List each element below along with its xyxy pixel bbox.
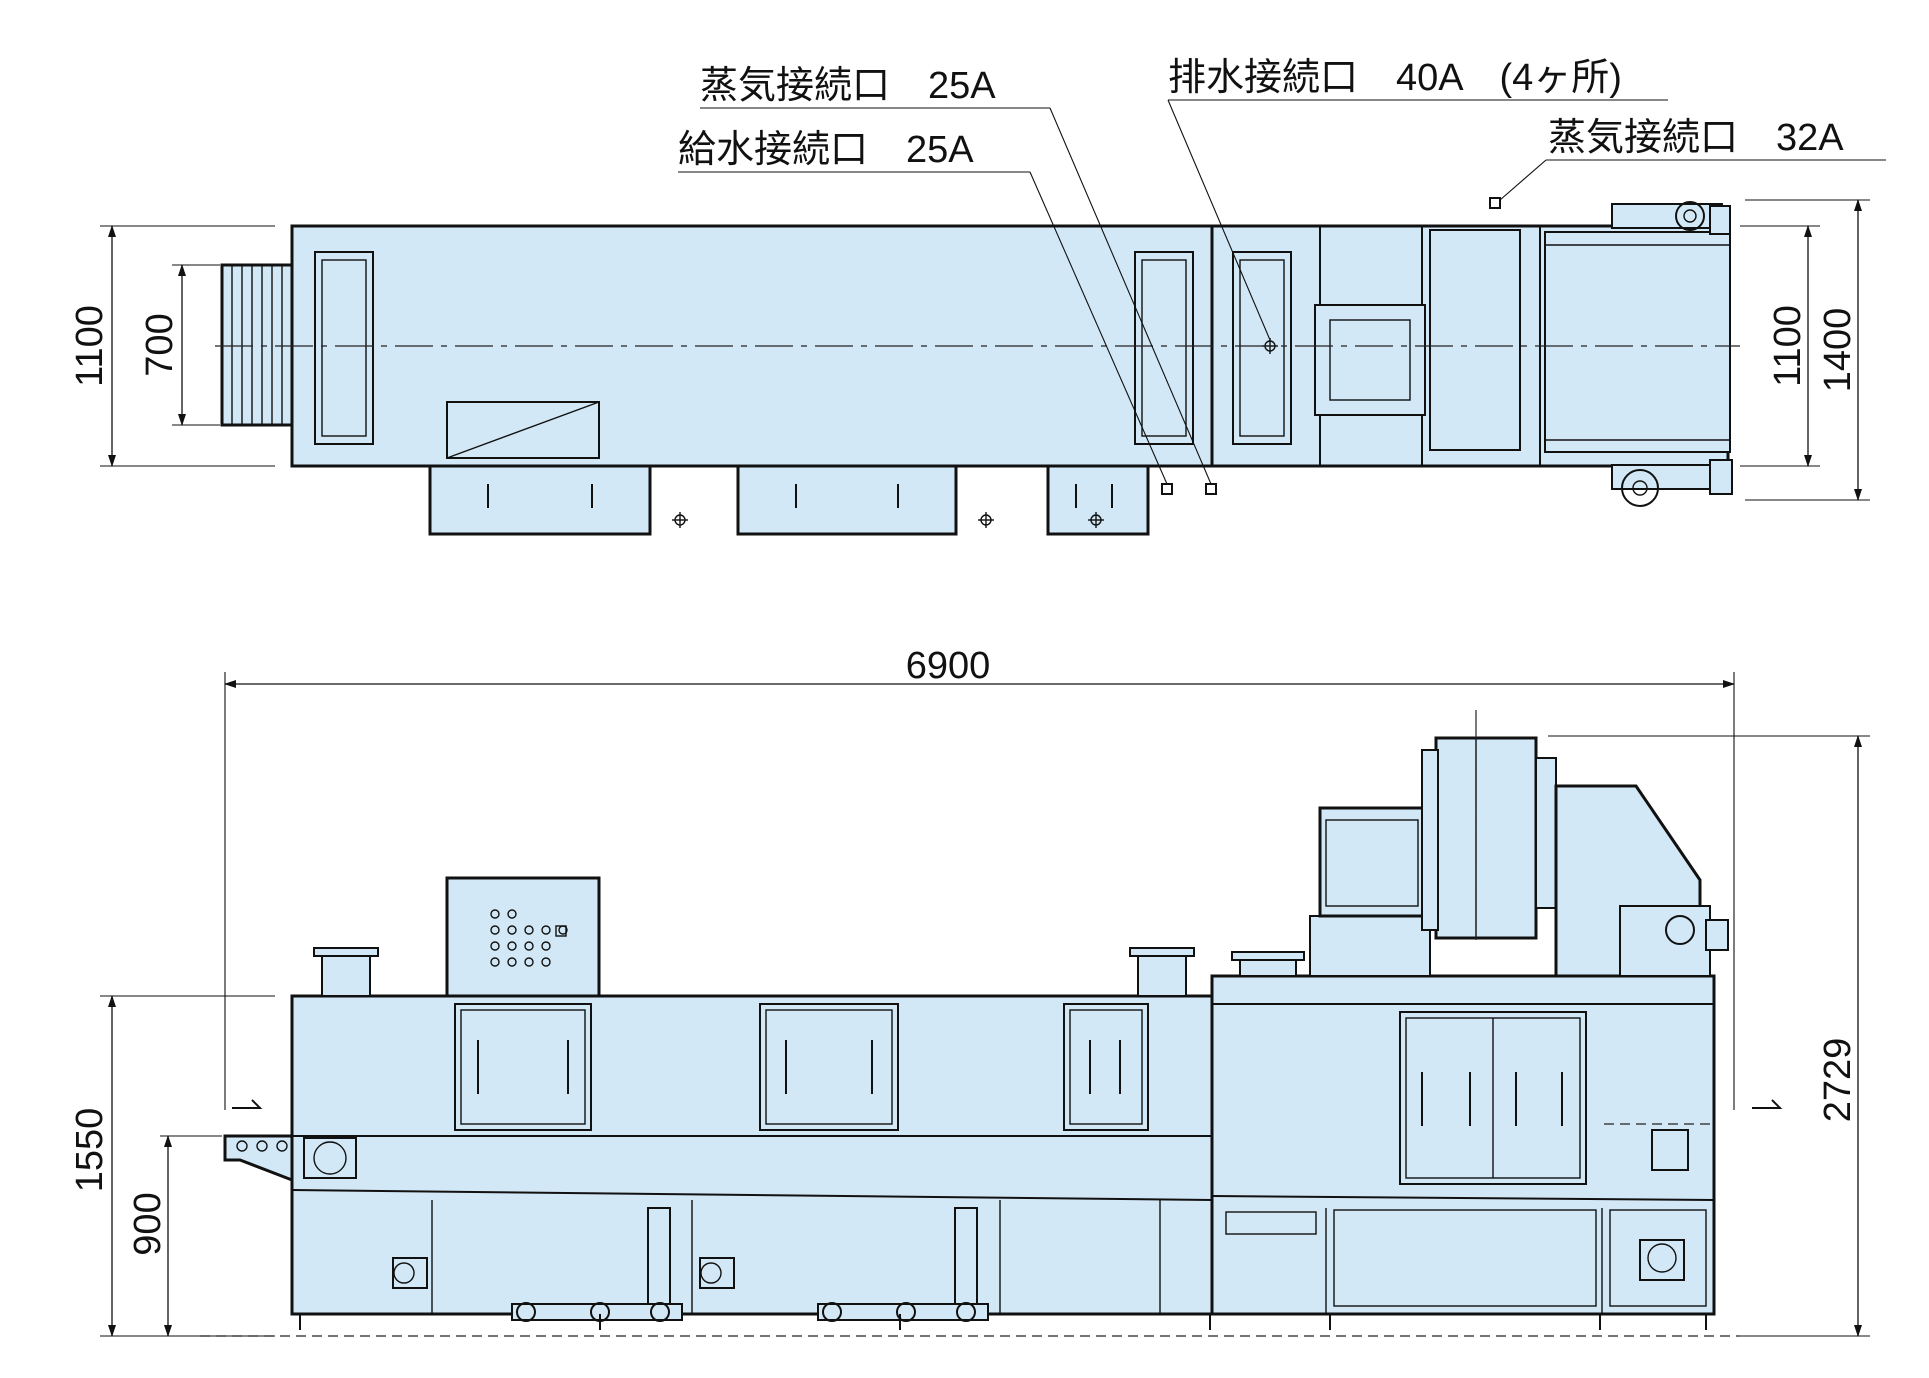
plan-leaders — [678, 99, 1886, 485]
plan-water-port — [1161, 483, 1173, 495]
plan-dimensions — [100, 199, 1870, 501]
elev-door-1 — [454, 1003, 592, 1131]
dim-total-length: 6900 — [906, 645, 991, 687]
elevation-view — [100, 672, 1870, 1337]
plan-view — [100, 99, 1886, 536]
elev-right-pump — [1639, 1239, 1685, 1281]
dim-height-2729: 2729 — [1817, 1038, 1859, 1123]
elev-motor — [1318, 806, 1426, 918]
label-steam-25a: 蒸気接続口 25A — [700, 65, 996, 107]
plan-window-3 — [1232, 251, 1292, 445]
elev-dimensions — [100, 672, 1870, 1337]
plan-inlet-duct — [220, 263, 294, 427]
elev-stack-1 — [321, 951, 371, 997]
dim-height-1550: 1550 — [69, 1108, 111, 1193]
elev-door-2 — [759, 1003, 899, 1131]
plan-window-1 — [314, 251, 374, 445]
dim-plan-1100-right: 1100 — [1767, 305, 1809, 387]
elev-feet — [299, 1314, 1707, 1330]
plan-motor-block — [1314, 304, 1426, 416]
label-drain-40a: 排水接続口 40A (4ヶ所) — [1168, 57, 1622, 99]
elev-drive-box — [303, 1137, 357, 1179]
plan-tank-1 — [428, 464, 652, 536]
plan-pipe-bottom — [1611, 459, 1733, 507]
flow-arrows — [232, 1099, 1783, 1109]
elev-stack-2 — [1137, 951, 1187, 997]
dim-plan-1400: 1400 — [1817, 308, 1859, 393]
label-water-25a: 給水接続口 25A — [678, 129, 974, 171]
elev-infeed-ramp — [223, 1134, 294, 1183]
elev-bottom-pipes — [511, 1302, 989, 1322]
dim-plan-700: 700 — [139, 313, 181, 376]
elev-end-valves — [1619, 905, 1711, 977]
elev-lower-frame — [431, 1200, 1707, 1314]
elev-control-panel — [445, 876, 601, 998]
plan-steam-port-32 — [1489, 197, 1501, 209]
elev-main-body — [290, 994, 1214, 1316]
elev-motor-base — [1309, 915, 1431, 977]
elev-blower — [1434, 736, 1538, 940]
control-panel-lamps — [490, 909, 568, 967]
plan-steam-pipe-top — [1611, 201, 1731, 235]
plan-tank-3 — [1046, 464, 1150, 536]
plan-end-housing — [1544, 231, 1731, 453]
elev-door-3 — [1063, 1003, 1149, 1131]
dim-height-900: 900 — [127, 1192, 169, 1255]
plan-tank-2 — [736, 464, 958, 536]
plan-steam-port — [1205, 483, 1217, 495]
label-steam-32a: 蒸気接続口 32A — [1548, 117, 1844, 159]
plan-blower-block — [1429, 229, 1521, 451]
dim-plan-1100-left: 1100 — [69, 305, 111, 387]
plan-window-2 — [1134, 251, 1194, 445]
